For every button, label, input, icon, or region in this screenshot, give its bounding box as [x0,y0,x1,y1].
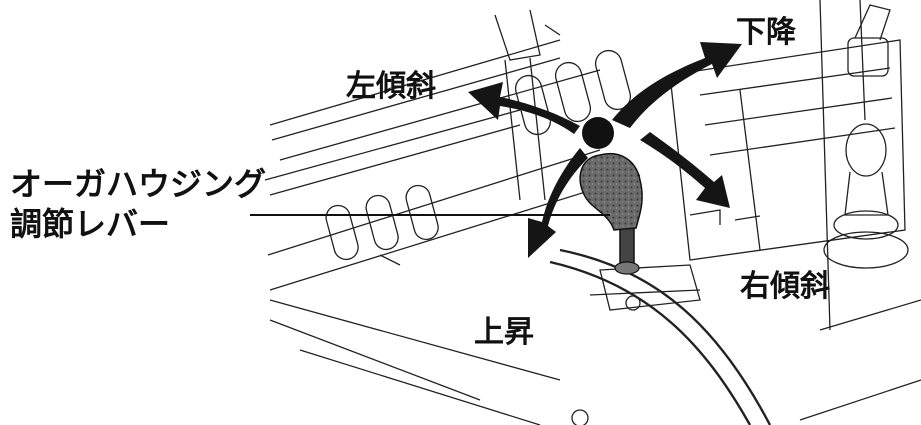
lever-name-line1: オーガハウジング [10,165,267,203]
lever [579,117,643,275]
arrow-up-direction [528,148,588,258]
arrow-down-direction [612,42,742,128]
label-down: 下降 [736,15,796,50]
label-up: 上昇 [474,315,534,350]
lever-name-line2: 調節レバー [10,205,171,243]
arrow-left-tilt [468,82,580,134]
label-right-tilt: 右傾斜 [740,269,830,304]
pivot-center [582,117,614,149]
label-left-tilt: 左傾斜 [346,69,436,104]
arrow-right-tilt [640,132,730,208]
machine-panel-drawing [264,0,921,425]
lever-knob [579,153,643,231]
movement-arrows [468,42,742,258]
